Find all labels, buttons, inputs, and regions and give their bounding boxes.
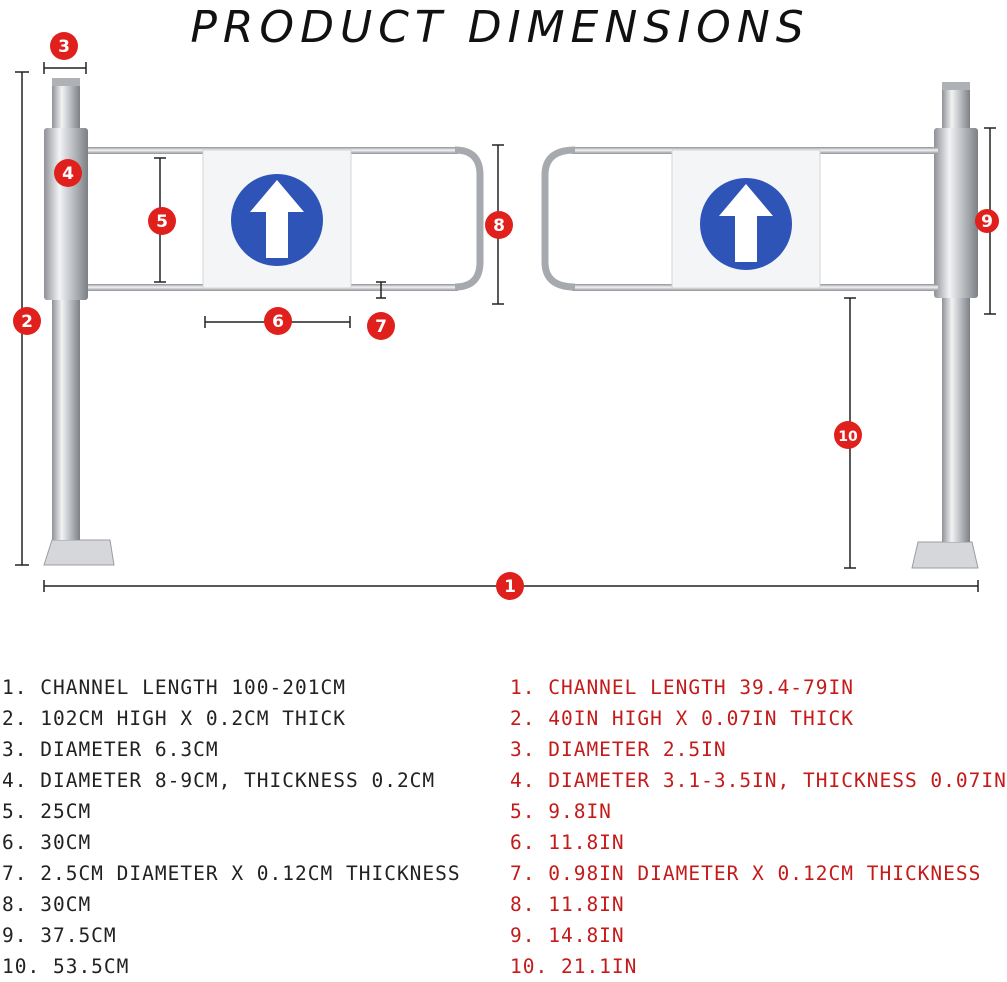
page-title: PRODUCT DIMENSIONS xyxy=(190,2,810,53)
badge-7: 7 xyxy=(367,312,395,340)
metric-spec-list: 1. CHANNEL LENGTH 100-201CM 2. 102CM HIG… xyxy=(2,672,461,982)
right-post xyxy=(911,82,979,569)
metric-spec-item: 4. DIAMETER 8-9CM, THICKNESS 0.2CM xyxy=(2,769,436,792)
metric-spec-item: 7. 2.5CM DIAMETER X 0.12CM THICKNESS xyxy=(2,862,461,885)
left-gate xyxy=(88,146,484,291)
imperial-spec-item: 5. 9.8IN xyxy=(510,800,612,823)
svg-text:3: 3 xyxy=(58,37,70,57)
imperial-spec-item: 8. 11.8IN xyxy=(510,893,625,916)
metric-spec-item: 5. 25CM xyxy=(2,800,92,823)
metric-spec-item: 1. CHANNEL LENGTH 100-201CM xyxy=(2,676,346,699)
badge-4: 4 xyxy=(54,159,82,187)
svg-text:8: 8 xyxy=(493,216,505,236)
imperial-spec-item: 3. DIAMETER 2.5IN xyxy=(510,738,727,761)
imperial-spec-item: 10. 21.1IN xyxy=(510,955,638,978)
svg-text:2: 2 xyxy=(21,312,33,332)
badge-2: 2 xyxy=(13,307,41,335)
svg-text:5: 5 xyxy=(156,212,168,232)
metric-spec-item: 10. 53.5CM xyxy=(2,955,130,978)
metric-spec-item: 8. 30CM xyxy=(2,893,92,916)
metric-spec-item: 2. 102CM HIGH X 0.2CM THICK xyxy=(2,707,346,730)
imperial-spec-item: 9. 14.8IN xyxy=(510,924,625,947)
imperial-spec-item: 1. CHANNEL LENGTH 39.4-79IN xyxy=(510,676,854,699)
svg-text:10: 10 xyxy=(838,429,858,445)
right-gate xyxy=(541,146,938,291)
badge-10: 10 xyxy=(834,421,862,449)
badge-3: 3 xyxy=(50,32,78,60)
badge-1: 1 xyxy=(496,572,524,600)
badge-8: 8 xyxy=(485,211,513,239)
imperial-spec-item: 6. 11.8IN xyxy=(510,831,625,854)
metric-spec-item: 6. 30CM xyxy=(2,831,92,854)
svg-text:9: 9 xyxy=(981,212,993,232)
svg-text:6: 6 xyxy=(272,312,284,332)
badge-5: 5 xyxy=(148,207,176,235)
imperial-spec-item: 2. 40IN HIGH X 0.07IN THICK xyxy=(510,707,854,730)
imperial-spec-item: 4. DIAMETER 3.1-3.5IN, THICKNESS 0.07IN xyxy=(510,769,1007,792)
svg-text:7: 7 xyxy=(375,317,387,337)
badge-9: 9 xyxy=(975,209,999,233)
badge-6: 6 xyxy=(264,307,292,335)
metric-spec-item: 9. 37.5CM xyxy=(2,924,117,947)
dimension-lines xyxy=(15,62,996,592)
metric-spec-item: 3. DIAMETER 6.3CM xyxy=(2,738,219,761)
svg-text:1: 1 xyxy=(504,577,516,597)
svg-text:4: 4 xyxy=(62,164,74,184)
imperial-spec-item: 7. 0.98IN DIAMETER X 0.12CM THICKNESS xyxy=(510,862,982,885)
imperial-spec-list: 1. CHANNEL LENGTH 39.4-79IN 2. 40IN HIGH… xyxy=(510,672,1007,982)
